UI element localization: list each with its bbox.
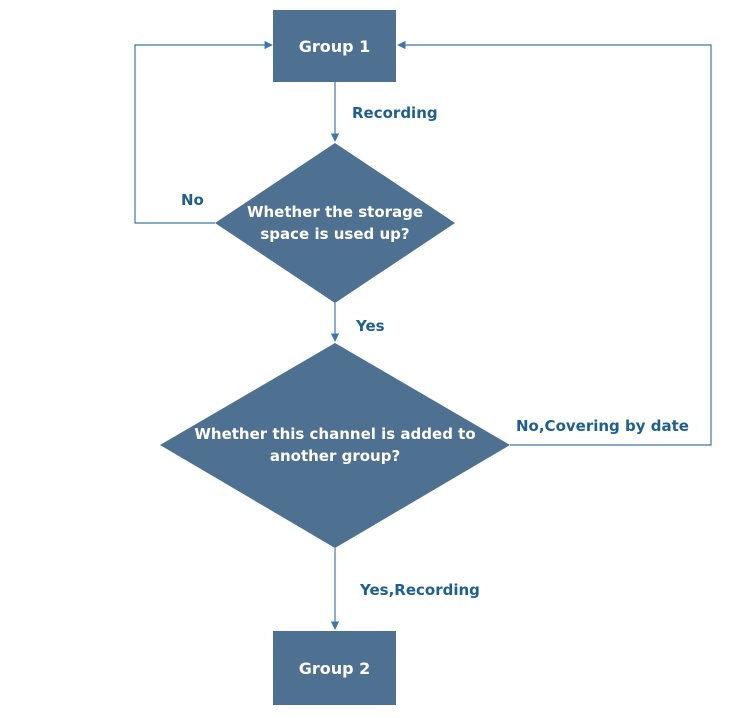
storage-decision-label: Whether the storage space is used up? (215, 200, 455, 246)
channel-decision-label: Whether this channel is added to another… (160, 422, 510, 468)
group1-label: Group 1 (298, 36, 371, 56)
storage-decision-line-1: Whether the storage (246, 203, 424, 221)
edge-label-no-covering: No,Covering by date (516, 417, 689, 435)
edge-label-no: No (181, 191, 204, 209)
channel-decision-shape (160, 343, 510, 548)
edge-label-recording: Recording (352, 104, 438, 122)
connector-channel-no-loop (397, 40, 712, 446)
channel-decision-line-2: another group? (269, 447, 401, 465)
group1-node: Group 1 (273, 10, 396, 82)
storage-decision-line-2: space is used up? (260, 225, 410, 243)
group2-node: Group 2 (273, 631, 396, 705)
group2-label: Group 2 (298, 658, 371, 678)
connector-storage-no-loop (134, 40, 273, 224)
storage-decision-shape (215, 143, 455, 303)
edge-label-yes-recording: Yes,Recording (360, 581, 480, 599)
channel-decision-line-1: Whether this channel is added to (194, 425, 476, 443)
edge-label-yes: Yes (356, 317, 385, 335)
